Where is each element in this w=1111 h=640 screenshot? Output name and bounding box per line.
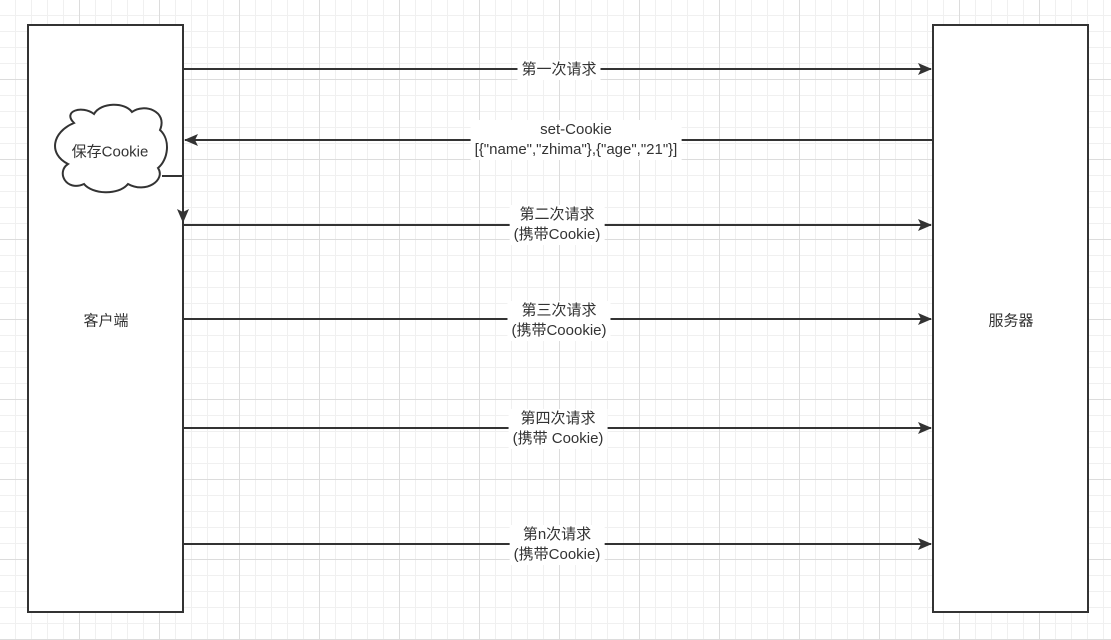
save-cookie-cloud xyxy=(54,103,168,194)
server-label: 服务器 xyxy=(988,312,1034,330)
set-cookie-value: [{"name","zhima"},{"age","21"}] xyxy=(474,141,678,158)
request-3-note: (携带Coookie) xyxy=(511,322,607,339)
request-3-label: 第三次请求 (携带Coookie) xyxy=(507,301,611,341)
set-cookie-label: set-Cookie [{"name","zhima"},{"age","21"… xyxy=(470,120,682,160)
request-2-label: 第二次请求 (携带Cookie) xyxy=(509,205,605,245)
request-n-note: (携带Cookie) xyxy=(513,546,601,563)
client-label: 客户端 xyxy=(83,312,129,330)
request-n-label: 第n次请求 (携带Cookie) xyxy=(509,525,605,565)
request-4-title: 第四次请求 xyxy=(520,410,596,427)
request-3-title: 第三次请求 xyxy=(521,302,597,319)
set-cookie-title: set-Cookie xyxy=(540,121,612,138)
cloud-connector-line xyxy=(162,175,189,223)
request-n-title: 第n次请求 xyxy=(522,526,592,543)
request-4-label: 第四次请求 (携带 Cookie) xyxy=(508,409,608,449)
request-2-title: 第二次请求 xyxy=(519,206,595,223)
request-1-label: 第一次请求 xyxy=(517,60,601,80)
request-2-note: (携带Cookie) xyxy=(513,226,601,243)
request-4-note: (携带 Cookie) xyxy=(512,430,604,447)
server-box xyxy=(932,24,1089,613)
save-cookie-label: 保存Cookie xyxy=(71,143,149,161)
request-1-title: 第一次请求 xyxy=(521,61,597,78)
